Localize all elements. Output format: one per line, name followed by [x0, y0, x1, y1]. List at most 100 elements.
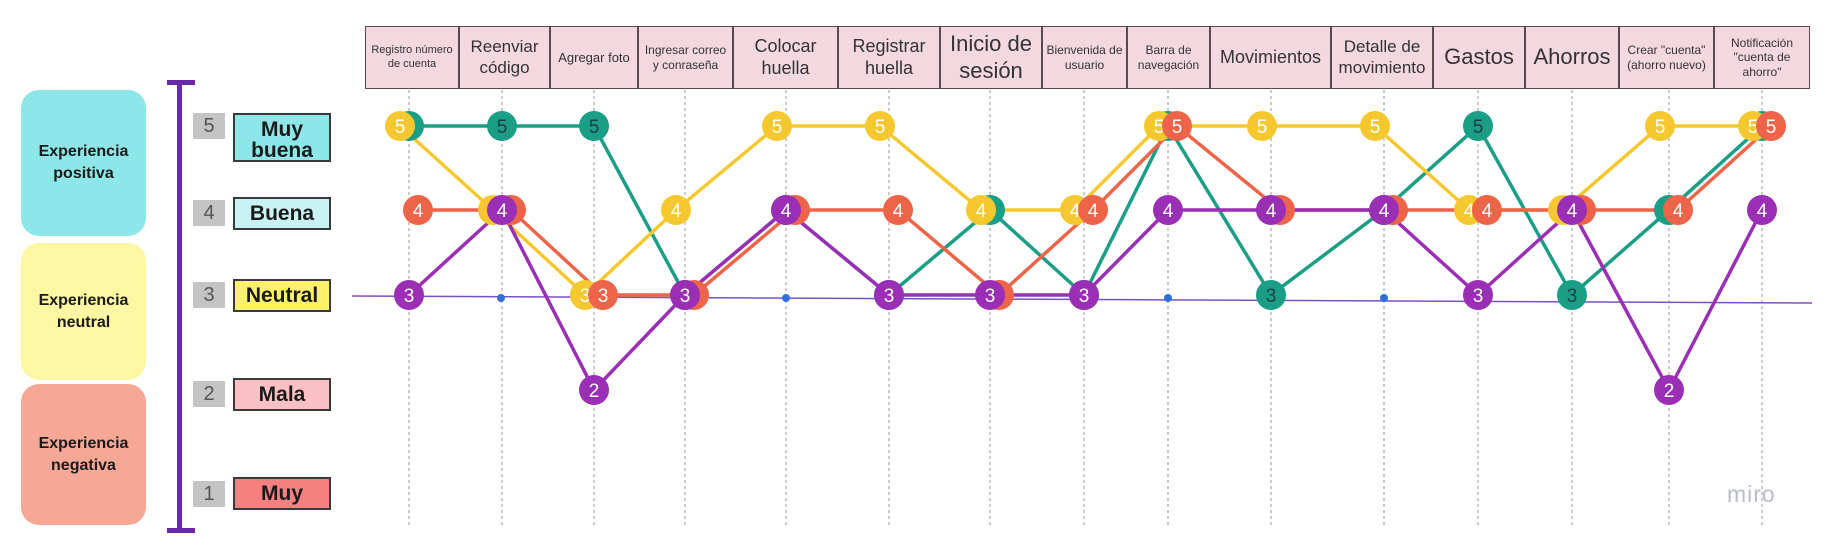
data-point: 5: [1756, 111, 1786, 141]
data-point-label: 5: [1257, 117, 1268, 138]
baseline-marker: [1380, 294, 1388, 302]
scale-bracket-top: [167, 80, 195, 85]
data-point: 5: [385, 111, 415, 141]
data-point: 3: [1069, 280, 1099, 310]
data-point: 2: [1654, 375, 1684, 405]
data-point-marker: [1463, 111, 1493, 141]
data-point: 4: [1472, 195, 1502, 225]
data-point-label: 4: [497, 201, 508, 222]
data-point-label: 4: [781, 201, 792, 222]
data-point-marker: [588, 280, 618, 310]
data-point-marker: [1162, 111, 1192, 141]
data-point-label: 4: [893, 201, 904, 222]
data-point-label: 4: [413, 201, 424, 222]
data-point-label: 4: [1070, 201, 1081, 222]
data-point-label: 3: [1266, 286, 1277, 307]
data-point: 2: [579, 375, 609, 405]
data-point: 3: [670, 280, 700, 310]
data-point-marker: [1153, 195, 1183, 225]
data-point-marker: [1360, 111, 1390, 141]
experience-negative-label: Experiencia negativa: [38, 434, 129, 474]
level-4-number: 4: [193, 200, 225, 226]
data-point: 4: [1078, 195, 1108, 225]
data-point: 4: [1557, 195, 1587, 225]
data-point-label: 3: [598, 286, 609, 307]
data-point-marker: [487, 111, 517, 141]
data-point-marker: [661, 195, 691, 225]
data-point: 3: [1557, 280, 1587, 310]
data-point-marker: [670, 280, 700, 310]
data-point-marker: [1463, 280, 1493, 310]
data-point-marker: [1747, 195, 1777, 225]
data-point-marker: [394, 280, 424, 310]
level-2-label: Mala: [233, 378, 331, 411]
data-point: 4: [1153, 195, 1183, 225]
data-point: 5: [1463, 111, 1493, 141]
stage-header-8: Bienvenida de usuario: [1042, 26, 1127, 89]
data-point-marker: [865, 111, 895, 141]
stage-header-14: Crear "cuenta" (ahorro nuevo): [1619, 26, 1714, 89]
data-point: 5: [1645, 111, 1675, 141]
data-point-label: 4: [1482, 201, 1493, 222]
data-point-marker: [762, 111, 792, 141]
data-point-marker: [1256, 280, 1286, 310]
data-point-label: 3: [1473, 286, 1484, 307]
data-point-marker: [579, 375, 609, 405]
experience-neutral-box: Experiencia neutral: [21, 243, 146, 380]
stage-header-9: Barra de navegación: [1127, 26, 1210, 89]
data-point: 3: [975, 280, 1005, 310]
data-point-marker: [1756, 111, 1786, 141]
stage-header-3: Agregar foto: [550, 26, 638, 89]
data-point-marker: [1369, 195, 1399, 225]
data-point: 5: [762, 111, 792, 141]
data-point-marker: [1663, 195, 1693, 225]
stage-header-6: Registrar huella: [838, 26, 940, 89]
data-point-label: 3: [680, 286, 691, 307]
data-point: 4: [661, 195, 691, 225]
data-point: 3: [588, 280, 618, 310]
data-point: 4: [883, 195, 913, 225]
stage-header-15: Notificación "cuenta de ahorro": [1714, 26, 1810, 89]
stage-header-1: Registro número de cuenta: [365, 26, 459, 89]
data-point: 3: [394, 280, 424, 310]
data-point: 5: [1360, 111, 1390, 141]
miro-watermark: miro: [1727, 481, 1776, 507]
data-point-label: 2: [1664, 381, 1675, 402]
data-point-label: 4: [1163, 201, 1174, 222]
data-point-marker: [1654, 375, 1684, 405]
data-point-marker: [883, 195, 913, 225]
baseline-marker: [1164, 294, 1172, 302]
data-point-label: 4: [1567, 201, 1578, 222]
data-point-marker: [385, 111, 415, 141]
data-point-marker: [579, 111, 609, 141]
data-point: 4: [1256, 195, 1286, 225]
data-point: 4: [1369, 195, 1399, 225]
data-point: 4: [1663, 195, 1693, 225]
data-point-label: 5: [1154, 117, 1165, 138]
data-point-marker: [403, 195, 433, 225]
stage-header-7: Inicio de sesión: [940, 26, 1042, 89]
data-point-label: 3: [1567, 286, 1578, 307]
data-point-label: 2: [589, 381, 600, 402]
level-5-number: 5: [193, 113, 225, 139]
experience-negative-box: Experiencia negativa: [21, 384, 146, 525]
stage-header-11: Detalle de movimiento: [1331, 26, 1433, 89]
baseline-marker: [782, 294, 790, 302]
experience-neutral-label: Experiencia neutral: [38, 291, 129, 331]
baseline-marker: [497, 294, 505, 302]
data-point-label: 4: [1673, 201, 1684, 222]
data-point: 5: [579, 111, 609, 141]
data-point: 4: [1747, 195, 1777, 225]
experience-positive-box: Experiencia positiva: [21, 90, 146, 236]
data-point-label: 3: [1079, 286, 1090, 307]
stage-header-10: Movimientos: [1210, 26, 1331, 89]
data-point-label: 4: [1266, 201, 1277, 222]
data-point-label: 5: [1766, 117, 1777, 138]
level-4-label: Buena: [233, 197, 331, 230]
data-point-marker: [966, 195, 996, 225]
data-point-label: 5: [772, 117, 783, 138]
level-2-number: 2: [193, 381, 225, 407]
data-point-label: 5: [1172, 117, 1183, 138]
data-point: 4: [403, 195, 433, 225]
